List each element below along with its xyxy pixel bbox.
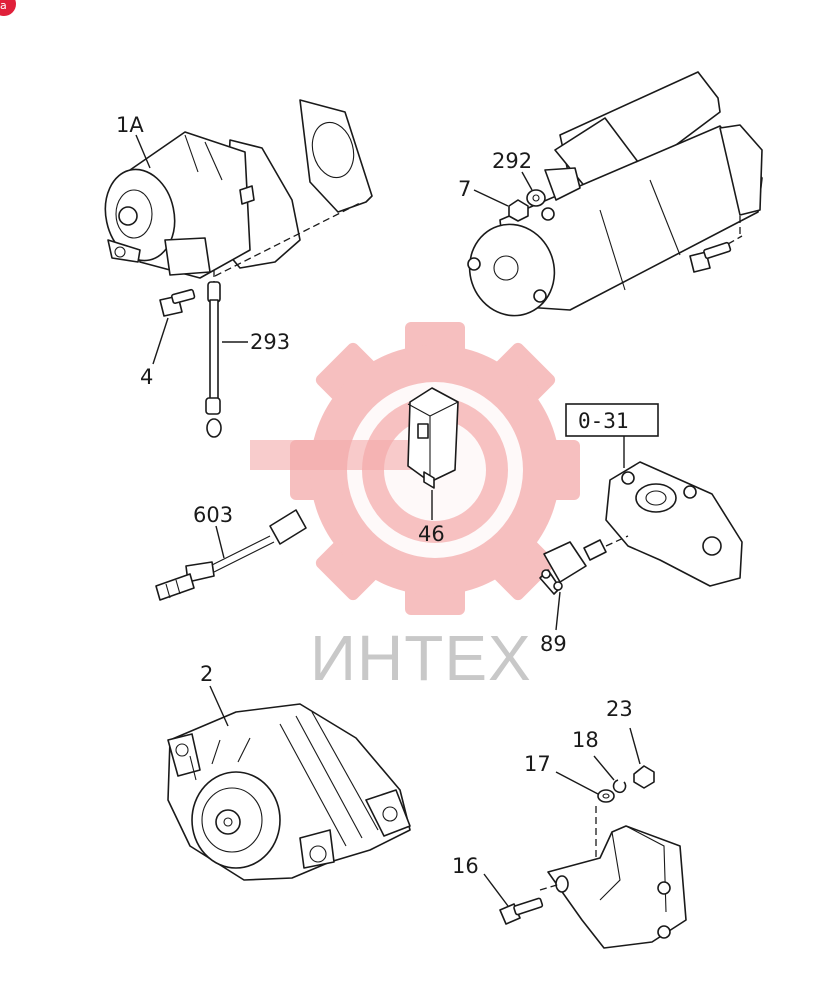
- sensor-603: [155, 509, 307, 601]
- relay-46: [407, 387, 459, 489]
- nut-7: [508, 199, 529, 222]
- switch-89: [539, 535, 629, 595]
- washer-18: [612, 779, 627, 794]
- group-reference-box: 0-31: [565, 403, 659, 468]
- callout-2: 2: [200, 662, 213, 686]
- alternator-2: [167, 703, 411, 881]
- watermark-logo: ИНТЕХ: [250, 322, 580, 694]
- switch-housing: [605, 461, 743, 587]
- corner-badge: a: [0, 0, 16, 16]
- callout-4: 4: [140, 365, 153, 389]
- bolt-4: [159, 288, 196, 317]
- callout-1a: 1A: [116, 113, 144, 137]
- washer-17: [597, 789, 615, 803]
- bolt-starter-alt: [689, 235, 743, 273]
- callout-17: 17: [524, 752, 551, 776]
- starter-motor-1a: [104, 99, 373, 279]
- starter-motor-alt: [467, 71, 763, 317]
- callout-16: 16: [452, 854, 479, 878]
- bolt-16: [499, 897, 544, 925]
- callout-23: 23: [606, 697, 633, 721]
- callout-293: 293: [250, 330, 290, 354]
- washer-292: [526, 189, 546, 207]
- callout-89: 89: [540, 632, 567, 656]
- callout-46: 46: [418, 522, 445, 546]
- washer-lock-292b: [541, 207, 555, 221]
- corner-badge-label: a: [0, 0, 7, 12]
- callout-18: 18: [572, 728, 599, 752]
- nut-23: [633, 765, 655, 789]
- watermark-text: ИНТЕХ: [310, 622, 532, 694]
- callout-603: 603: [193, 503, 233, 527]
- group-reference-label: 0-31: [578, 409, 629, 433]
- mounting-bracket: [539, 806, 687, 949]
- cable-293: [205, 270, 222, 438]
- callout-292: 292: [492, 149, 532, 173]
- callout-7: 7: [458, 177, 471, 201]
